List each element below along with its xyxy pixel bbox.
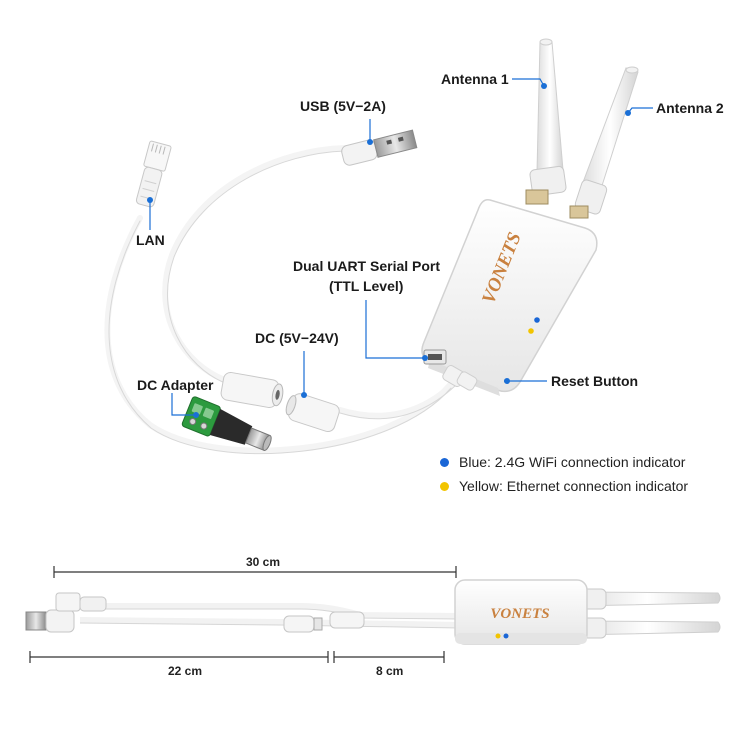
device-logo-side: VONETS — [490, 606, 549, 622]
side-cable-lower — [79, 617, 461, 628]
yellow-led — [528, 328, 534, 334]
antenna-2 — [569, 66, 639, 219]
blue-dot-icon — [440, 457, 449, 467]
dc-adapter — [181, 396, 272, 452]
antenna-1-label: Antenna 1 — [441, 71, 509, 87]
side-view — [25, 579, 721, 645]
dc-input-connector — [285, 393, 340, 433]
lan-cable — [104, 215, 453, 454]
dc-cable — [337, 372, 465, 419]
usb-connector — [341, 129, 418, 166]
blue-led — [534, 317, 540, 323]
usb-label: USB (5V−2A) — [300, 98, 386, 114]
antenna-1 — [525, 38, 567, 205]
side-antenna-1 — [574, 591, 721, 607]
legend-blue: Blue: 2.4G WiFi connection indicator — [440, 454, 685, 470]
dimension-right: 8 cm — [376, 664, 404, 678]
side-antenna-2 — [574, 620, 721, 636]
pointer-dots — [147, 83, 631, 418]
usb-cable — [162, 145, 348, 383]
uart-label-line-2: (TTL Level) — [329, 278, 404, 294]
legend-blue-label: Blue: 2.4G WiFi connection indicator — [459, 454, 686, 470]
uart-label-line-1: Dual UART Serial Port — [293, 258, 441, 274]
dimension-total: 30 cm — [246, 555, 281, 569]
dc-input-label: DC (5V−24V) — [255, 330, 339, 346]
dimension-left: 22 cm — [168, 664, 203, 678]
antenna-2-label: Antenna 2 — [656, 100, 724, 116]
side-cable-upper — [80, 603, 461, 619]
device-body — [421, 198, 598, 396]
legend-yellow: Yellow: Ethernet connection indicator — [440, 478, 688, 494]
dc-adapter-label: DC Adapter — [137, 377, 214, 393]
lan-connector — [135, 140, 172, 208]
reset-button-label: Reset Button — [551, 373, 639, 389]
dc-female-barrel — [220, 371, 284, 409]
yellow-dot-icon — [440, 481, 449, 491]
lan-label: LAN — [136, 232, 165, 248]
legend-yellow-label: Yellow: Ethernet connection indicator — [459, 478, 689, 494]
cables — [104, 145, 465, 454]
dimension-lines — [29, 566, 457, 663]
